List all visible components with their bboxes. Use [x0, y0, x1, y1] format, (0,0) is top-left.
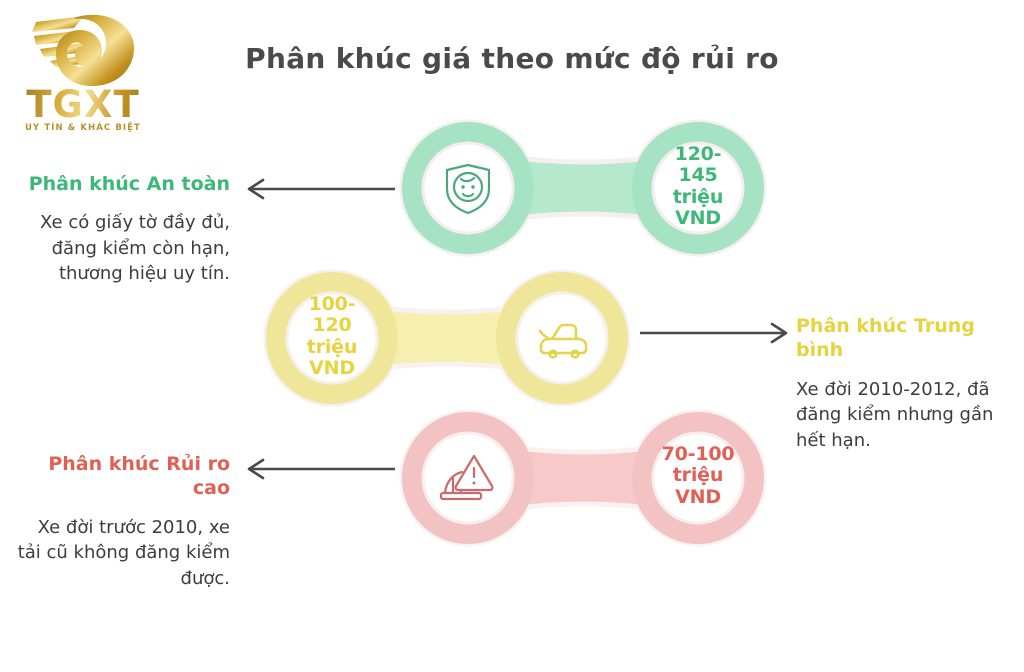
price-label-safe: 120- 145 triệu VND: [655, 143, 741, 229]
price-line: 70-100: [661, 443, 735, 465]
segment-text-risk: Phân khúc Rủi ro cao Xe đời trước 2010, …: [15, 452, 230, 591]
segment-text-medium: Phân khúc Trung bình Xe đời 2010-2012, đ…: [796, 314, 1011, 453]
brand-logo: TGXT UY TÍN & KHÁC BIỆT: [8, 10, 158, 135]
segment-shape-risk: 70-100 triệu VND: [398, 408, 768, 548]
shield-baby-face-icon: [437, 157, 499, 219]
segment-heading-safe: Phân khúc An toàn: [28, 173, 230, 195]
segment-heading-medium: Phân khúc Trung bình: [796, 315, 975, 362]
price-line: VND: [675, 206, 721, 229]
segment-description-medium: Xe đời 2010-2012, đã đăng kiểm nhưng gần…: [796, 378, 994, 451]
price-label-medium: 100- 120 triệu VND: [289, 293, 375, 379]
price-line: triệu: [672, 185, 724, 208]
price-line: 145: [678, 164, 718, 187]
segment-shape-medium: 100- 120 triệu VND: [262, 268, 632, 408]
price-line: triệu: [306, 335, 358, 358]
arrow-right-medium: [640, 320, 792, 346]
segment-text-safe: Phân khúc An toàn Xe có giấy tờ đầy đủ, …: [15, 172, 230, 287]
brand-wordmark: TGXT: [8, 86, 158, 123]
brand-tagline: UY TÍN & KHÁC BIỆT: [25, 123, 141, 133]
price-line: 100-: [308, 293, 356, 315]
price-line: 120-: [674, 143, 722, 165]
warning-barrier-icon: [436, 446, 498, 508]
arrow-left-risk: [243, 456, 395, 482]
winged-eagle-logo-icon: [30, 10, 140, 88]
price-line: triệu: [672, 464, 724, 487]
price-line: VND: [309, 356, 355, 379]
segment-description-risk: Xe đời trước 2010, xe tải cũ không đăng …: [17, 516, 230, 589]
page-title: Phân khúc giá theo mức độ rủi ro: [245, 42, 779, 75]
car-side-icon: [530, 309, 592, 371]
segment-description-safe: Xe có giấy tờ đầy đủ, đăng kiểm còn hạn,…: [40, 212, 230, 285]
arrow-left-safe: [243, 176, 395, 202]
price-line: VND: [675, 485, 721, 508]
segment-heading-risk: Phân khúc Rủi ro cao: [48, 453, 230, 500]
price-label-risk: 70-100 triệu VND: [650, 443, 746, 508]
price-line: 120: [312, 314, 352, 337]
segment-shape-safe: 120- 145 triệu VND: [398, 118, 768, 258]
